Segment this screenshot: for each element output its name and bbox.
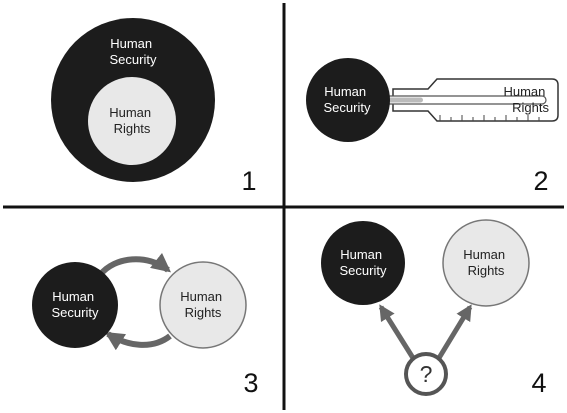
panel-number-2: 2 — [533, 166, 548, 196]
arrow-to-security — [378, 304, 416, 360]
inner-circle-label: Human Rights — [109, 105, 155, 136]
arrow-rights-to-security — [104, 331, 172, 351]
thermometer-scale — [439, 115, 540, 121]
question-mark-icon: ? — [420, 361, 433, 387]
human-rights-circle — [442, 219, 530, 307]
human-rights-circle — [159, 261, 247, 349]
diverging-arrows-icon — [378, 304, 473, 360]
bulb-label: Human Security — [324, 84, 371, 115]
panel-3: Human Security Human Rights 3 — [32, 252, 259, 398]
arrow-security-to-rights — [97, 252, 172, 278]
thermometer-icon — [385, 78, 559, 122]
security-label: Human Security — [52, 289, 99, 320]
panel-2: Human Security Human Rights 2 — [306, 58, 559, 196]
panel-number-4: 4 — [531, 368, 546, 398]
question-circle — [404, 352, 448, 396]
arrow-to-rights — [436, 304, 473, 360]
security-label: Human Security — [340, 247, 387, 278]
panel-4: Human Security Human Rights ? 4 — [321, 219, 547, 398]
rights-label: Human Rights — [463, 247, 509, 278]
outer-circle-label: Human Security — [110, 36, 157, 67]
panel-1: Human Security Human Rights 1 — [51, 18, 257, 196]
human-rights-inner-circle — [88, 77, 176, 165]
cycle-arrows-icon — [97, 252, 172, 351]
human-security-circle — [321, 221, 405, 305]
panel-number-1: 1 — [241, 166, 256, 196]
human-security-circle — [32, 262, 118, 348]
rights-label: Human Rights — [180, 289, 226, 320]
human-security-bulb — [306, 58, 390, 142]
panel-number-3: 3 — [243, 368, 258, 398]
tube-label: Human Rights — [503, 84, 549, 115]
